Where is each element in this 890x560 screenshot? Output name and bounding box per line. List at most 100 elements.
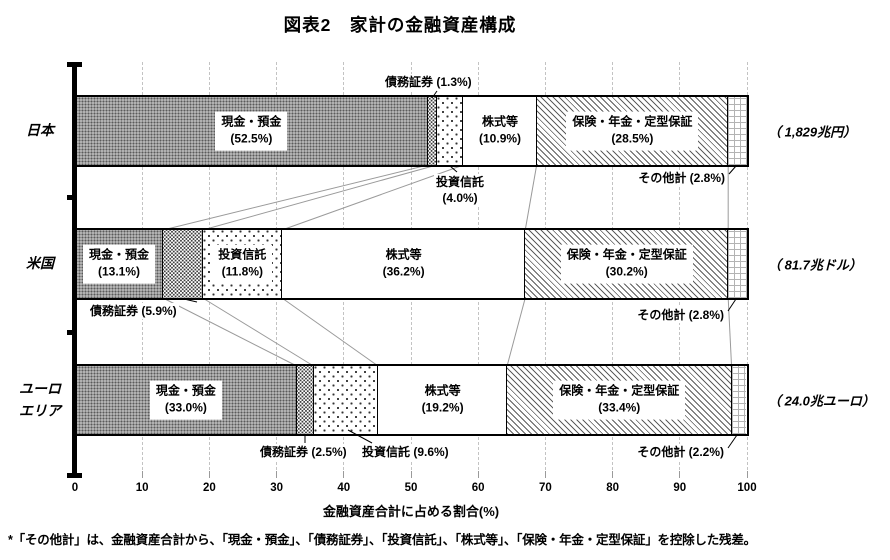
callout-euro-debt: 債務証券 (2.5%) (258, 444, 349, 461)
x-tickmark-20 (208, 471, 210, 478)
x-tick-label-30: 30 (270, 482, 283, 494)
segment-percent: (36.2%) (382, 265, 425, 279)
x-tick-label-80: 80 (606, 482, 619, 494)
row-label-japan: 日本 (26, 120, 54, 142)
x-tick-label-100: 100 (737, 482, 757, 494)
callout-japan-debt: 債務証券 (1.3%) (383, 74, 474, 91)
callout-us-other: その他計 (2.8%) (635, 307, 726, 324)
segment-label-japan-cash: 現金・預金 (52.5%) (215, 111, 288, 151)
segment-name: 株式等 (424, 383, 461, 398)
connector-japan-debt (202, 164, 437, 231)
segment-euro-fund (313, 366, 379, 434)
callout-us-debt: 債務証券 (5.9%) (88, 303, 179, 320)
x-tickmark-100 (746, 471, 748, 478)
callout-japan-other: その他計 (2.8%) (636, 170, 727, 187)
segment-name: 現金・預金 (89, 247, 150, 262)
segment-percent: (19.2%) (421, 401, 464, 415)
x-tick-label-70: 70 (538, 482, 552, 494)
callout-euro-fund: 投資信託 (9.6%) (360, 444, 451, 461)
callout-euro-other: その他計 (2.2%) (635, 444, 726, 461)
segment-label-us-cash: 現金・預金 (13.1%) (83, 244, 156, 284)
x-tickmark-40 (343, 471, 345, 478)
total-us: （ 81.7兆ドル） (768, 257, 862, 273)
segment-name: 投資信託 (218, 247, 267, 262)
segment-name: 保険・年金・定型保証 (572, 114, 693, 129)
x-axis-title: 金融資産合計に占める割合(%) (322, 504, 500, 519)
segment-us-other (728, 230, 747, 298)
row-label-line: エリア (19, 402, 61, 418)
segment-japan-fund (436, 97, 464, 165)
segment-name: 現金・預金 (221, 114, 282, 129)
leader-euro-other (727, 434, 738, 449)
segment-percent: (33.4%) (598, 401, 641, 415)
y-axis-cap-bottom (67, 473, 82, 478)
x-tick-label-10: 10 (135, 482, 149, 494)
row-label-line: ユーロ (19, 380, 61, 397)
segment-percent: (33.0%) (164, 401, 207, 415)
segment-label-us-stock: 株式等 (36.2%) (376, 244, 431, 284)
segment-label-us-fund: 投資信託 (11.8%) (212, 244, 273, 284)
row-label-line: 米国 (26, 255, 54, 272)
x-tick-label-60: 60 (471, 482, 485, 494)
segment-name: 株式等 (482, 114, 519, 129)
segment-us-debt (163, 230, 203, 298)
x-tickmark-30 (276, 471, 278, 478)
y-axis-tick-1 (67, 195, 73, 200)
segment-name: 株式等 (385, 247, 422, 262)
y-axis-cap-top (67, 62, 82, 67)
connector-japan-cash (162, 164, 428, 231)
segment-name: 保険・年金・定型保証 (559, 383, 680, 398)
segment-label-euro-cash: 現金・預金 (33.0%) (149, 380, 222, 420)
x-tick-label-40: 40 (337, 482, 351, 494)
chart-title: 図表2 家計の金融資産構成 (283, 15, 517, 35)
segment-label-us-insurance: 保険・年金・定型保証 (30.2%) (560, 244, 693, 284)
segment-percent: (11.8%) (221, 265, 263, 279)
connector-japan-stock (524, 164, 538, 231)
segment-label-japan-insurance: 保険・年金・定型保証 (28.5%) (566, 111, 699, 151)
callout-name: 投資信託 (435, 175, 485, 189)
segment-percent: (52.5%) (230, 132, 273, 146)
segment-name: 保険・年金・定型保証 (566, 247, 687, 262)
x-tickmark-80 (612, 471, 614, 478)
connector-us-stock (506, 297, 526, 367)
leader-japan-other (728, 165, 737, 175)
callout-japan-fund: 投資信託 (4.0%) (433, 174, 487, 207)
row-label-line: 日本 (26, 122, 54, 139)
segment-percent: (30.2%) (605, 265, 648, 279)
connector-us-debt (202, 297, 314, 367)
total-euro: （ 24.0兆ユーロ） (768, 393, 875, 409)
segment-percent: (10.9%) (479, 132, 522, 146)
segment-percent: (13.1%) (97, 265, 141, 279)
segment-japan-debt (427, 97, 437, 165)
x-tick-label-90: 90 (673, 482, 687, 494)
chart-footnote: *「その他計」は、金融資産合計から、「現金・預金」、「債務証券」、「投資信託」、… (8, 533, 756, 547)
row-label-us: 米国 (26, 253, 54, 275)
segment-label-euro-insurance: 保険・年金・定型保証 (33.4%) (553, 380, 686, 420)
y-axis (72, 62, 77, 478)
connector-us-insurance (727, 297, 733, 367)
segment-name: 現金・預金 (155, 383, 216, 398)
segment-euro-debt (296, 366, 314, 434)
y-axis-tick-2 (67, 330, 73, 335)
segment-japan-cash (75, 97, 428, 165)
connector-us-fund (281, 297, 379, 367)
segment-japan-other (728, 97, 747, 165)
segment-percent: (28.5%) (611, 132, 654, 146)
x-tick-label-0: 0 (71, 482, 79, 494)
x-tick-label-50: 50 (404, 482, 418, 494)
callout-percent: (4.0%) (442, 191, 478, 206)
x-tickmark-90 (679, 471, 681, 478)
segment-label-euro-stock: 株式等 (19.2%) (415, 380, 470, 420)
x-tick-label-20: 20 (202, 482, 216, 494)
x-tickmark-50 (410, 471, 412, 478)
leader-us-other (727, 298, 737, 312)
x-tickmark-70 (544, 471, 546, 478)
x-tickmark-60 (477, 471, 479, 478)
total-japan: （ 1,829兆円） (768, 124, 857, 140)
leader-japan-fund (449, 165, 458, 173)
segment-euro-other (731, 366, 747, 434)
leader-us-debt (183, 298, 198, 303)
segment-label-japan-stock: 株式等 (10.9%) (473, 111, 528, 151)
row-label-euro: ユーロエリア (19, 378, 61, 421)
